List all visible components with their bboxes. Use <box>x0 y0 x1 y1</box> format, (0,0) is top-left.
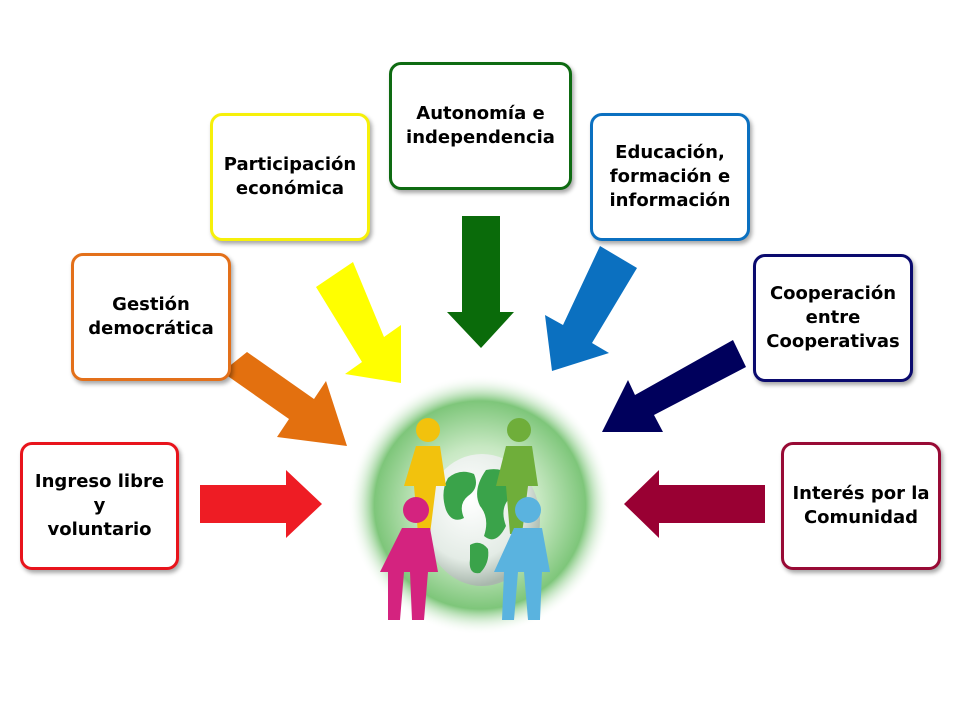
principle-label: Ingreso libre y voluntario <box>34 471 165 540</box>
arrow-down-left-icon <box>602 340 746 432</box>
arrow-down-left-icon <box>545 246 637 371</box>
principle-label: Interés por la Comunidad <box>792 483 930 528</box>
principle-label: Cooperación entre Cooperativas <box>766 283 900 352</box>
arrow-down-right-icon <box>222 352 347 446</box>
arrow-left-icon <box>624 470 765 538</box>
arrow-down-right-icon <box>316 262 401 383</box>
principle-box-6: Cooperación entre Cooperativas <box>753 254 913 382</box>
principle-box-1: Ingreso libre y voluntario <box>20 442 179 570</box>
principle-label: Participación económica <box>223 154 357 199</box>
principle-label: Autonomía e independencia <box>406 103 555 148</box>
principle-box-3: Participación económica <box>210 113 370 241</box>
arrow-down-icon <box>447 216 514 348</box>
principle-box-7: Interés por la Comunidad <box>781 442 941 570</box>
principle-box-5: Educación, formación e información <box>590 113 750 241</box>
principle-label: Gestión democrática <box>88 294 214 339</box>
principle-box-4: Autonomía e independencia <box>389 62 572 190</box>
principle-label: Educación, formación e información <box>609 142 731 211</box>
arrow-right-icon <box>200 470 322 538</box>
people-around-globe-icon <box>348 375 612 635</box>
principle-box-2: Gestión democrática <box>71 253 231 381</box>
